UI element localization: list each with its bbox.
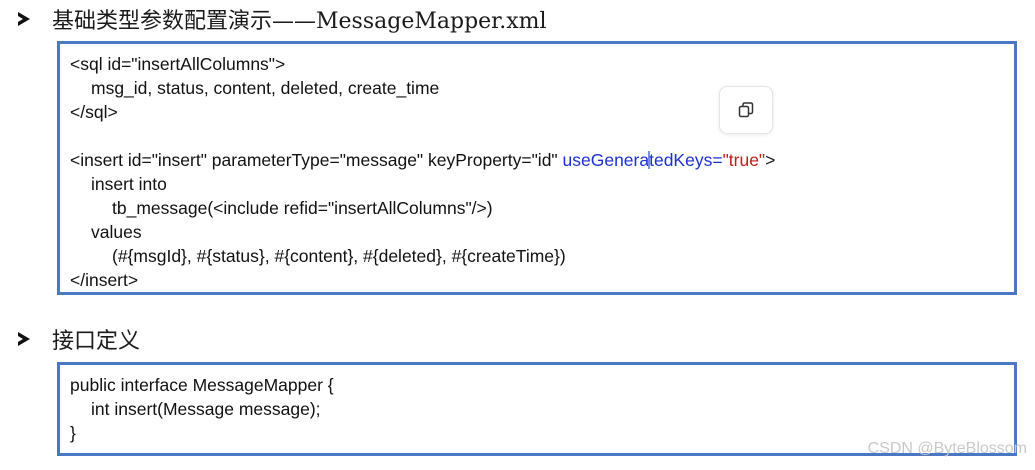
code-line: } — [70, 423, 76, 443]
code-text: > — [765, 150, 776, 170]
attribute-name-part: tedKeys= — [649, 150, 723, 170]
code-block-xml: <sql id="insertAllColumns"> msg_id, stat… — [57, 41, 1017, 295]
code-line: </insert> — [70, 270, 139, 290]
code-line: (#{msgId}, #{status}, #{content}, #{dele… — [112, 246, 566, 266]
code-line: values — [91, 222, 142, 242]
code-line: tb_message(<include refid="insertAllColu… — [112, 198, 493, 218]
code-block-java: public interface MessageMapper { int ins… — [57, 362, 1017, 456]
code-line: public interface MessageMapper { — [70, 375, 334, 395]
section-title: 基础类型参数配置演示——MessageMapper.xml — [52, 9, 547, 34]
code-line: <sql id="insertAllColumns"> — [70, 54, 286, 74]
section-heading-interface: 接口定义 — [18, 322, 140, 356]
bullet-arrow-icon — [18, 332, 30, 346]
attribute-name-part: useGenera — [562, 150, 650, 170]
code-line: int insert(Message message); — [91, 399, 321, 419]
bullet-arrow-icon — [18, 12, 30, 26]
copy-button[interactable] — [719, 86, 773, 134]
code-line: </sql> — [70, 102, 118, 122]
section-heading-xml-config: 基础类型参数配置演示——MessageMapper.xml — [18, 2, 547, 36]
section-title: 接口定义 — [52, 329, 141, 354]
attribute-name: useGeneratedKeys= — [563, 150, 723, 170]
attribute-value: "true" — [722, 150, 766, 170]
copy-icon — [738, 102, 754, 118]
code-line-insert-tag: <insert id="insert" parameterType="messa… — [70, 148, 775, 172]
code-line: msg_id, status, content, deleted, create… — [91, 78, 440, 98]
watermark: CSDN @ByteBlossom — [867, 440, 1027, 457]
code-line: insert into — [91, 174, 167, 194]
text-cursor — [648, 151, 651, 169]
code-text: <insert id="insert" parameterType="messa… — [70, 150, 563, 170]
